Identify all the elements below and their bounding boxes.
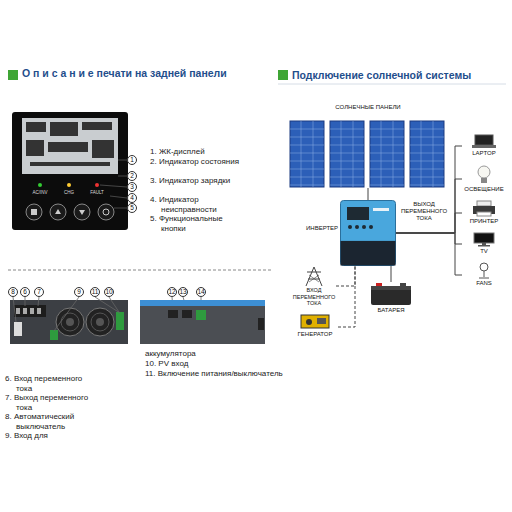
- callout-number: 8: [8, 287, 18, 297]
- node-text: FANS: [462, 280, 506, 287]
- load-lighting: ОСВЕЩЕНИЕ: [462, 164, 506, 194]
- load-laptop-icon: [462, 134, 506, 149]
- wire-connector: [396, 179, 462, 233]
- separator: [8, 270, 272, 271]
- load-printer-icon: [462, 200, 506, 217]
- callout-number: 14: [196, 287, 206, 297]
- battery-icon: [366, 282, 416, 306]
- node-text: ПРИНТЕР: [462, 218, 506, 225]
- callout-number: 1: [127, 155, 137, 165]
- callout-number: 4: [127, 193, 137, 203]
- legend-item: 4. Индикатор неисправности: [150, 195, 246, 214]
- node-text: ИНВЕРТЕР: [306, 225, 336, 232]
- solar-panels-icon: [286, 120, 450, 188]
- callout-number: 13: [178, 287, 188, 297]
- indicator-label: AC/INV: [28, 190, 52, 195]
- heading-rule: [278, 84, 506, 85]
- load-printer: ПРИНТЕР: [462, 200, 506, 226]
- node-text: TV: [462, 248, 506, 255]
- legend-item: 9. Вход для: [5, 431, 93, 441]
- callout-number: 7: [34, 287, 44, 297]
- rear-panel-right: [140, 300, 265, 344]
- load-tv: TV: [462, 232, 506, 256]
- indicator-label: FAULT: [84, 190, 110, 195]
- generator: ГЕНЕРАТОР: [292, 312, 338, 342]
- legend-item: 6. Вход переменного тока: [5, 374, 93, 393]
- callout-number: 12: [167, 287, 177, 297]
- section-heading: О п и с а н и е печати на задней панели: [22, 67, 254, 79]
- wire-connector: [396, 233, 462, 275]
- inverter: ИНВЕРТЕР: [340, 200, 396, 266]
- heading-marker: [278, 70, 288, 80]
- leader-lines: [100, 160, 127, 208]
- node-text: СОЛНЕЧНЫЕ ПАНЕЛИ: [286, 104, 450, 111]
- load-fans: FANS: [462, 262, 506, 288]
- node-text: ГЕНЕРАТОР: [292, 331, 338, 338]
- section-heading: Подключение солнечной системы: [292, 69, 507, 81]
- node-text: LAPTOP: [462, 150, 506, 157]
- legend-item: 3. Индикатор зарядки: [150, 176, 246, 186]
- legend-item: 5. Функциональные кнопки: [150, 214, 246, 233]
- node-text: ВХОД ПЕРЕМЕННОГО ТОКА: [292, 287, 336, 307]
- wire-connector: [338, 266, 355, 327]
- load-tv-icon: [462, 232, 506, 247]
- legend-item: 1. ЖК-дисплей: [150, 147, 246, 157]
- grid-input-icon: [292, 266, 336, 286]
- output-label: ВЫХОД ПЕРЕМЕННОГО ТОКА: [400, 201, 448, 222]
- node-text: ОСВЕЩЕНИЕ: [462, 186, 506, 193]
- wire-connector: [336, 266, 355, 286]
- wire-connector: [396, 233, 462, 244]
- legend-item: 8. Автоматический выключатель: [5, 412, 93, 431]
- callout-number: 11: [90, 287, 100, 297]
- battery: БАТАРЕЯ: [366, 282, 416, 320]
- load-laptop: LAPTOP: [462, 134, 506, 158]
- legend-item: 2. Индикатор состояния: [150, 157, 246, 167]
- inverter-icon: [340, 200, 396, 266]
- callout-number: 2: [127, 171, 137, 181]
- generator-icon: [292, 312, 338, 330]
- wire-connector: [368, 188, 369, 200]
- load-lighting-icon: [462, 164, 506, 185]
- indicator-label: CHG: [58, 190, 80, 195]
- lcd-panel: [12, 112, 128, 230]
- callout-number: 6: [20, 287, 30, 297]
- node-text: БАТАРЕЯ: [366, 307, 416, 314]
- solar-panels: СОЛНЕЧНЫЕ ПАНЕЛИ: [286, 104, 450, 188]
- load-fans-icon: [462, 262, 506, 279]
- legend-item: 11. Включение питания/выключатель: [145, 369, 285, 379]
- callout-number: 9: [74, 287, 84, 297]
- callout-number: 10: [104, 287, 114, 297]
- wire-connector: [396, 146, 462, 233]
- legend-item: 7. Выход переменного тока: [5, 393, 93, 412]
- callout-number: 5: [127, 203, 137, 213]
- wire-connector: [391, 266, 392, 282]
- wire-connector: [396, 213, 462, 233]
- callout-number: 3: [127, 182, 137, 192]
- heading-marker: [8, 70, 18, 80]
- grid-input: ВХОД ПЕРЕМЕННОГО ТОКА: [292, 266, 336, 306]
- legend-item: аккумулятора: [145, 349, 275, 359]
- legend-item: 10. PV вход: [145, 359, 275, 369]
